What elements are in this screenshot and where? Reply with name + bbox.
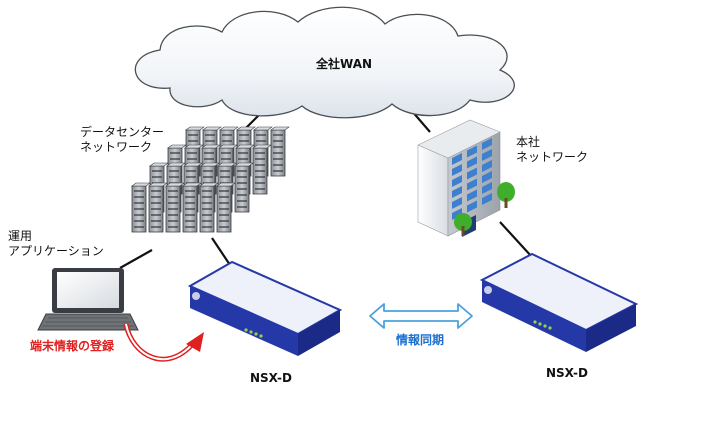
server-rack-top bbox=[270, 126, 290, 131]
building-window bbox=[452, 197, 462, 209]
building-window bbox=[452, 186, 462, 198]
hq-label: 本社 ネットワーク bbox=[516, 135, 588, 165]
hq-label-line1: 本社 bbox=[516, 135, 541, 149]
building-window bbox=[482, 149, 492, 161]
right-device-leds bbox=[533, 320, 552, 330]
left-device-leds bbox=[244, 328, 263, 338]
server-rack-top bbox=[217, 162, 237, 167]
server-rack-top bbox=[216, 182, 236, 187]
datacenter-label-line1: データセンター bbox=[80, 125, 165, 139]
register-curved-arrow bbox=[123, 323, 204, 362]
server-rack-top bbox=[252, 144, 272, 149]
line-laptop-device bbox=[119, 249, 153, 269]
server-rack-top bbox=[235, 144, 255, 149]
server-rack-top bbox=[200, 162, 220, 167]
hq-building-icon bbox=[417, 119, 515, 237]
server-rack-top bbox=[184, 144, 204, 149]
server-rack-top bbox=[131, 182, 151, 187]
sync-double-arrow bbox=[369, 303, 473, 329]
ops-app-label-line1: 運用 bbox=[8, 229, 33, 243]
ops-app-label: 運用 アプリケーション bbox=[8, 229, 104, 259]
server-rack-top bbox=[218, 144, 238, 149]
line-hq-device bbox=[499, 221, 533, 258]
ops-app-label-line2: アプリケーション bbox=[8, 244, 104, 258]
server-rack-top bbox=[167, 144, 187, 149]
building-window bbox=[482, 182, 492, 194]
building-window bbox=[482, 160, 492, 172]
building-window bbox=[482, 171, 492, 183]
building-window bbox=[482, 193, 492, 205]
building-window bbox=[452, 153, 462, 165]
server-rack-top bbox=[202, 126, 222, 131]
server-rack-top bbox=[148, 182, 168, 187]
server-rack-top bbox=[236, 126, 256, 131]
server-rack-top bbox=[201, 144, 221, 149]
building-window bbox=[452, 164, 462, 176]
datacenter-label: データセンター ネットワーク bbox=[80, 125, 164, 155]
building-window bbox=[467, 178, 477, 191]
building-window bbox=[467, 167, 477, 180]
server-rack-top bbox=[234, 162, 254, 167]
building-window bbox=[467, 156, 477, 169]
building-window bbox=[467, 145, 477, 158]
wan-cloud bbox=[134, 6, 515, 119]
datacenter-label-line2: ネットワーク bbox=[80, 140, 153, 154]
server-rack-top bbox=[166, 162, 186, 167]
hq-label-line2: ネットワーク bbox=[516, 150, 589, 164]
building-window bbox=[452, 175, 462, 187]
server-rack-top bbox=[253, 126, 273, 131]
sync-label: 情報同期 bbox=[396, 333, 445, 347]
server-rack-top bbox=[183, 162, 203, 167]
building-window bbox=[452, 208, 462, 220]
server-rack-top bbox=[219, 126, 239, 131]
left-nsx-d-device-icon bbox=[187, 260, 343, 356]
building-window bbox=[467, 200, 477, 213]
server-rack-top bbox=[185, 126, 205, 131]
wan-cloud-label: 全社WAN bbox=[316, 57, 373, 71]
laptop-icon bbox=[37, 268, 139, 331]
left-device-label: NSX-D bbox=[250, 371, 292, 385]
register-label: 端末情報の登録 bbox=[30, 339, 115, 353]
server-rack-top bbox=[149, 162, 169, 167]
building-window bbox=[467, 189, 477, 202]
right-nsx-d-device-icon bbox=[479, 252, 639, 352]
server-rack-top bbox=[165, 182, 185, 187]
right-device-label: NSX-D bbox=[546, 366, 588, 380]
building-window bbox=[482, 138, 492, 150]
server-rack-top bbox=[182, 182, 202, 187]
server-rack-top bbox=[199, 182, 219, 187]
datacenter-servers bbox=[131, 126, 290, 233]
